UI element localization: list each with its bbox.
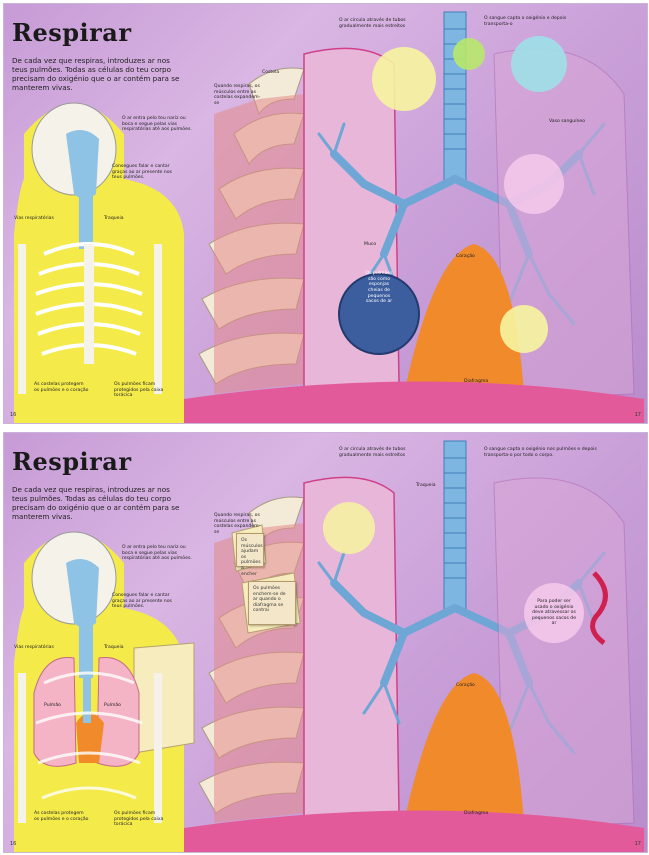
label-lung-left: Pulmão	[44, 703, 74, 709]
page-number-right: 17	[635, 412, 641, 418]
page-title: Respirar	[12, 447, 131, 476]
label-sternum: Os pulmões ficam protegidos pela caixa t…	[114, 382, 174, 399]
label-airways: Vias respiratórias	[14, 645, 54, 651]
label-windpipe-top: Traqueia	[416, 483, 446, 489]
label-windpipe: Traqueia	[104, 645, 144, 651]
label-ribcage: Costela	[262, 70, 292, 76]
intro-text: De cada vez que respiras, introduzes ar …	[12, 485, 182, 521]
bubble-alveoli: Os pulmões são como esponjas cheias de p…	[357, 266, 401, 310]
label-ribs-protect: As costelas protegem os pulmões e o cora…	[34, 382, 89, 393]
bubble-alveoli: Para poder ser usado o oxigénio deve atr…	[526, 585, 582, 641]
lift-flap-1[interactable]: Os músculos ajudam os pulmões a encher	[236, 533, 264, 567]
label-mouth-nose: O ar entra pelo teu nariz ou boca e segu…	[122, 116, 192, 133]
lift-flap-2[interactable]: Os pulmões enchem-se de ar quando o diaf…	[248, 581, 296, 625]
label-ribs-protect: As costelas protegem os pulmões e o cora…	[34, 811, 89, 822]
label-bronchi: O ar circula através de tubos gradualmen…	[339, 18, 429, 29]
label-diaphragm: Diafragma	[464, 379, 504, 385]
label-heart: Coração	[456, 683, 486, 689]
page-title: Respirar	[12, 18, 131, 47]
label-lung-right: Pulmão	[104, 703, 134, 709]
label-cough: Consegues falar e cantar graças ao ar pr…	[112, 164, 177, 181]
label-windpipe: Traqueia	[104, 216, 144, 222]
label-airways: Vias respiratórias	[14, 216, 54, 222]
label-bronchi: O ar circula através de tubos gradualmen…	[339, 447, 429, 458]
book-spread-top: Respirar De cada vez que respiras, intro…	[3, 3, 648, 424]
label-blood-vessel: Vaso sanguíneo	[549, 119, 589, 125]
label-diaphragm: Diafragma	[464, 811, 504, 817]
label-blood-oxygen: O sangue capta o oxigénio nos pulmões e …	[484, 447, 624, 458]
page-number-left: 16	[10, 841, 16, 847]
page-number-left: 16	[10, 412, 16, 418]
label-cough: Consegues falar e cantar graças ao ar pr…	[112, 593, 177, 610]
label-blood-oxygen: O sangue capta o oxigénio e depois trans…	[484, 16, 579, 27]
label-muscles: Quando respiras, os músculos entre as co…	[214, 84, 264, 106]
label-sternum: Os pulmões ficam protegidos pela caixa t…	[114, 811, 174, 828]
label-mucus: Muco	[364, 242, 399, 248]
label-heart: Coração	[456, 254, 486, 260]
book-spread-bottom: Respirar De cada vez que respiras, intro…	[3, 432, 648, 853]
intro-text: De cada vez que respiras, introduzes ar …	[12, 56, 182, 92]
page-number-right: 17	[635, 841, 641, 847]
label-mouth-nose: O ar entra pelo teu nariz ou boca e segu…	[122, 545, 192, 562]
